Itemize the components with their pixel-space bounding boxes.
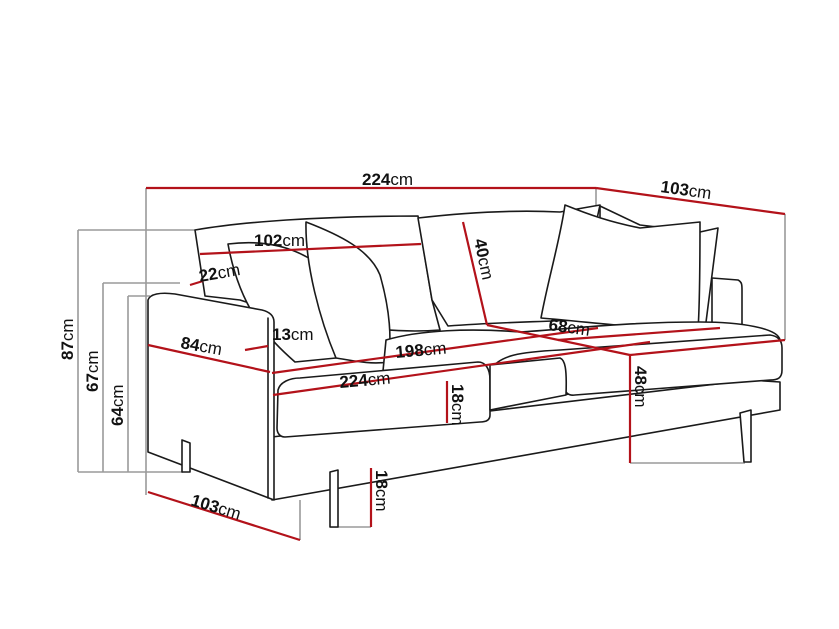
label-back-cushion-height: 40cm [470, 237, 497, 282]
label-seat-width: 198cm [395, 339, 448, 362]
label-total-depth-bottom: 103cm [189, 491, 243, 524]
label-back-frame-height: 67cm [83, 350, 102, 392]
sofa-drawing [147, 204, 783, 528]
label-seat-cushion-height: 18cm [448, 384, 467, 426]
label-total-depth-top: 103cm [659, 177, 712, 203]
dimension-lines [146, 186, 786, 542]
label-arm-length: 84cm [179, 333, 223, 359]
label-arm-thickness: 13cm [272, 325, 314, 344]
label-total-width: 224cm [362, 170, 413, 189]
label-arm-height: 64cm [108, 384, 127, 426]
label-leg-height: 18cm [372, 470, 391, 512]
extension-lines [77, 188, 786, 540]
label-seat-height: 48cm [631, 366, 650, 408]
label-front-width: 224cm [339, 369, 392, 392]
label-back-cushion-thickness: 22cm [197, 260, 241, 286]
label-total-height: 87cm [58, 318, 77, 360]
label-back-cushion-width: 102cm [254, 231, 305, 250]
label-seat-depth: 68cm [547, 315, 591, 340]
